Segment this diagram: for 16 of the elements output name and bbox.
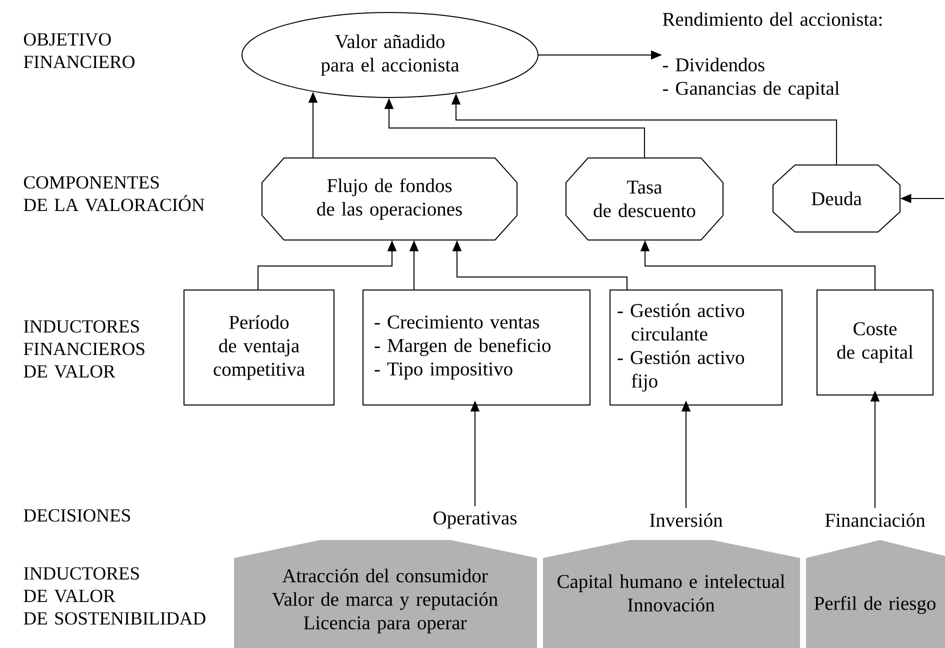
driver-box: Coste de capital — [816, 290, 934, 396]
row-label: DECISIONES — [24, 509, 130, 522]
octagon-box: Flujo de fondos de las operaciones — [262, 158, 518, 240]
row-label: COMPONENTES DE LA VALORACIÓN — [24, 176, 204, 212]
node-text: Rendimiento del accionista: - Dividendos - Ganancias de capital — [662, 12, 882, 99]
driver-box: Período de ventaja competitiva — [184, 290, 334, 406]
octagon-box: Tasa de descuento — [566, 158, 724, 240]
node-text: Financiación — [825, 513, 926, 527]
row-label: INDUCTORES FINANCIEROS DE VALOR — [24, 320, 144, 378]
row-label: OBJETIVO FINANCIERO — [24, 33, 134, 68]
node-text: Operativas — [434, 511, 517, 529]
driver-box: - Crecimiento ventas - Margen de beneficio - Tipo impositivo — [362, 290, 590, 406]
node-text: Inversión — [650, 513, 723, 527]
octagon-box: Deuda — [772, 164, 900, 232]
row-label: INDUCTORES DE VALOR DE SOSTENIBILIDAD — [24, 567, 206, 625]
driver-box: - Gestión activo circulante - Gestión activo fijo — [610, 290, 782, 406]
